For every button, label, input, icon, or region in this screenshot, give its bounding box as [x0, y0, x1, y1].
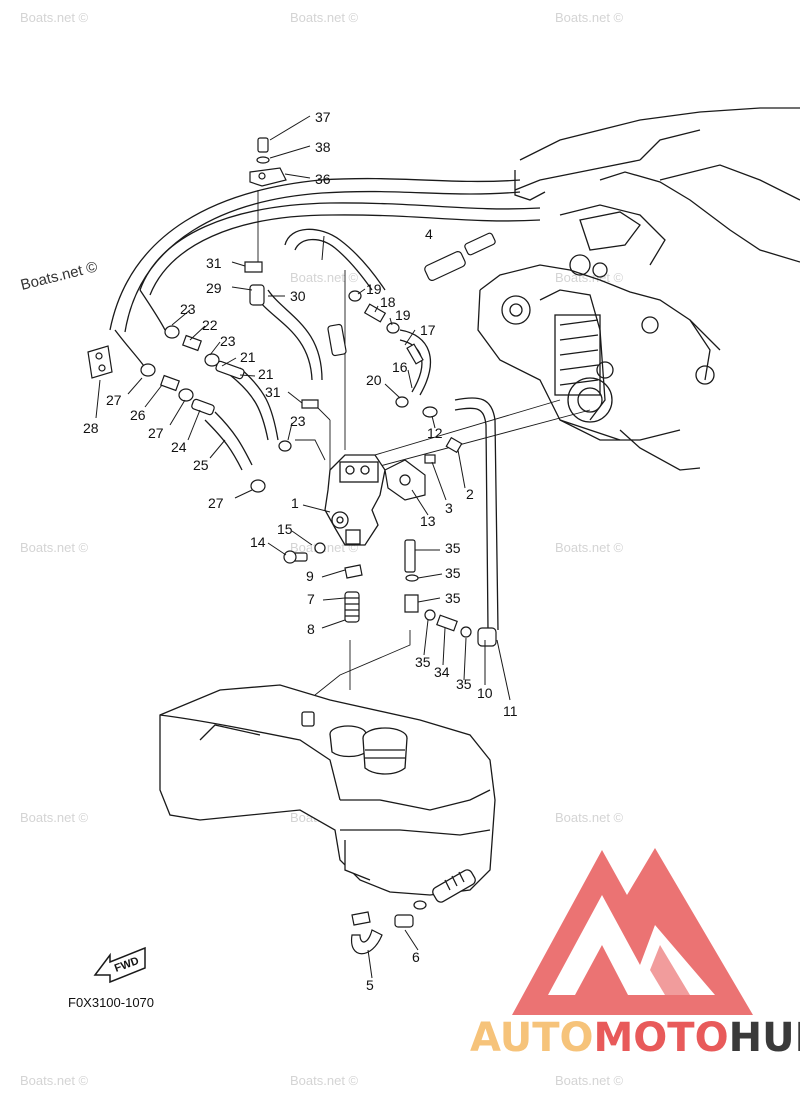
callout-14: 14 [250, 534, 266, 550]
callout-23: 23 [180, 301, 196, 317]
callout-1: 1 [291, 495, 299, 511]
callout-27: 27 [148, 425, 164, 441]
callout-5: 5 [366, 977, 374, 993]
callout-22: 22 [202, 317, 218, 333]
callout-10: 10 [477, 685, 493, 701]
watermark: Boats.net © [20, 540, 89, 555]
callout-28: 28 [83, 420, 99, 436]
callout-24: 24 [171, 439, 187, 455]
watermark: Boats.net © [19, 258, 99, 294]
callout-18: 18 [380, 294, 396, 310]
brand-part2: MOTO [593, 1015, 729, 1061]
figure-code: F0X3100-1070 [68, 995, 154, 1010]
callout-7: 7 [307, 591, 315, 607]
callout-16: 16 [392, 359, 408, 375]
callout-23: 23 [290, 413, 306, 429]
callout-33: 35 [445, 590, 461, 606]
callout-17: 17 [420, 322, 436, 338]
callout-19: 20 [366, 372, 382, 388]
callout-31: 31 [265, 384, 281, 400]
watermark: Boats.net © [555, 810, 624, 825]
brand-part1: AUTO [470, 1015, 594, 1061]
leader-lines [95, 115, 511, 979]
callout-26: 26 [130, 407, 146, 423]
watermark: Boats.net © [555, 10, 624, 25]
watermark: Boats.net © [290, 10, 359, 25]
callout-20: 21 [240, 349, 256, 365]
automotohub-wordmark: AUTOMOTOHUB [470, 1018, 800, 1058]
callout-27: 27 [106, 392, 122, 408]
callout-3: 3 [445, 500, 453, 516]
watermark: Boats.net © [555, 540, 624, 555]
callout-21: 21 [258, 366, 274, 382]
callout-38: 38 [315, 139, 331, 155]
callout-12: 12 [427, 425, 443, 441]
callout-37: 37 [315, 109, 331, 125]
callout-35: 35 [445, 565, 461, 581]
callout-13: 13 [420, 513, 436, 529]
callout-19: 19 [366, 281, 382, 297]
watermark: Boats.net © [20, 10, 89, 25]
callout-27: 27 [208, 495, 224, 511]
callout-36: 36 [315, 171, 331, 187]
callout-25: 25 [193, 457, 209, 473]
brand-part3: HUB [728, 1015, 800, 1061]
watermark: Boats.net © [290, 270, 359, 285]
callout-4: 4 [425, 226, 433, 242]
watermark: Boats.net © [290, 1073, 359, 1088]
callout-35: 35 [415, 654, 431, 670]
callout-32: 34 [434, 664, 450, 680]
callout-31: 31 [206, 255, 222, 271]
callout-11: 11 [503, 703, 518, 719]
reference-lines [257, 190, 591, 696]
callout-labels: 37 38 36 4 31 29 30 19 18 19 17 16 20 23… [83, 109, 518, 993]
fuel-tank [159, 684, 496, 903]
callout-30: 30 [290, 288, 306, 304]
fuel-hoses [109, 177, 541, 631]
fwd-arrow: FWD [93, 946, 146, 984]
watermark: Boats.net © [20, 810, 89, 825]
callout-6: 6 [412, 949, 420, 965]
watermark: Boats.net © [555, 1073, 624, 1088]
callout-2: 2 [466, 486, 474, 502]
watermark: Boats.net © [20, 1073, 89, 1088]
engine-block [477, 107, 800, 471]
callout-29: 29 [206, 280, 222, 296]
callout-35: 35 [456, 676, 472, 692]
callout-19: 19 [395, 307, 411, 323]
callout-23: 23 [220, 333, 236, 349]
fuel-pump [324, 454, 386, 546]
callout-15: 15 [277, 521, 293, 537]
watermark: Boats.net © [555, 270, 624, 285]
callout-34: 35 [445, 540, 461, 556]
callout-9: 9 [306, 568, 314, 584]
automotohub-logo-mark [512, 848, 753, 1015]
callout-8: 8 [307, 621, 315, 637]
